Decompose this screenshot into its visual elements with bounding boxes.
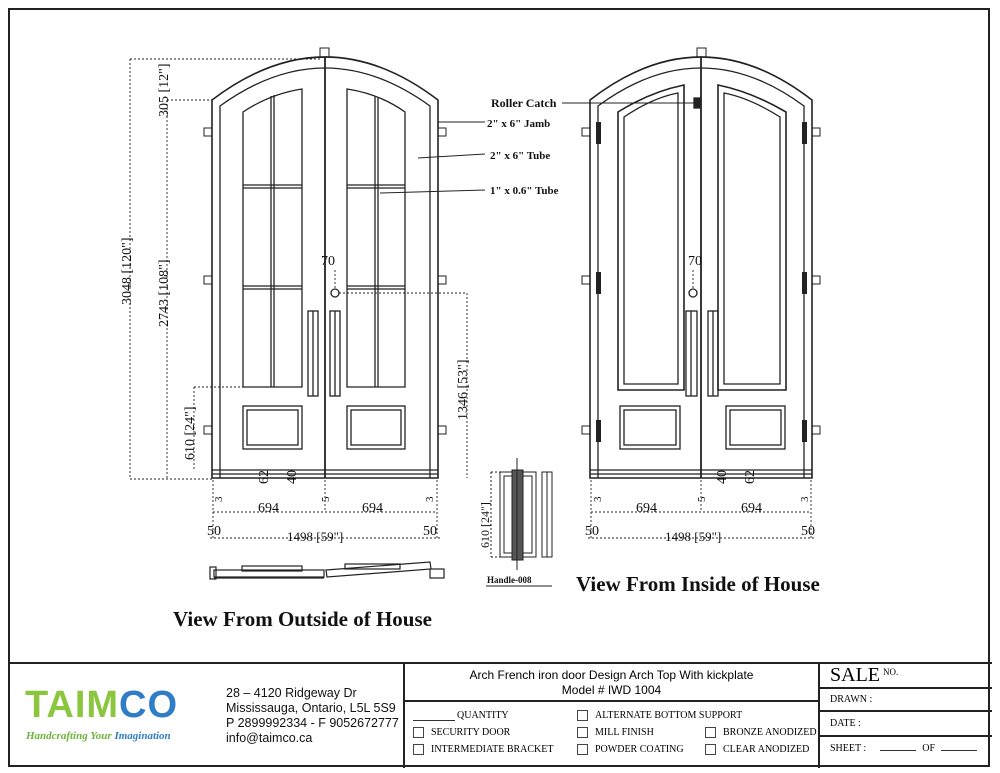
dim-leaf-width-right: 694 <box>362 501 383 516</box>
dim-backset-inside: 70 <box>688 254 702 269</box>
option-alternate-bottom[interactable]: ALTERNATE BOTTOM SUPPORT <box>577 710 742 721</box>
handle-detail <box>486 458 553 587</box>
sale-label: SALE <box>830 664 880 686</box>
company-info: TAIMCO Handcrafting Your Imagination 28 … <box>8 664 405 768</box>
dim-62-inside: 62 <box>743 470 758 484</box>
checkbox[interactable] <box>705 744 716 755</box>
inside-view-title: View From Inside of House <box>576 572 820 596</box>
option-clear-anodized[interactable]: CLEAR ANODIZED <box>705 744 809 755</box>
company-logo: TAIMCO <box>25 684 179 726</box>
dim-gap-left: 3 <box>213 496 225 502</box>
plan-section <box>209 561 445 580</box>
handle-model-label: Handle-008 <box>487 575 532 585</box>
company-tagline: Handcrafting Your Imagination <box>26 730 171 742</box>
dim-handle-height: 1346 [53"] <box>456 359 471 420</box>
dim-arch-height: 305 [12"] <box>157 63 172 117</box>
drawn-label: DRAWN : <box>820 689 992 712</box>
callout-jamb: 2" x 6" Jamb <box>487 118 550 130</box>
option-intermediate-bracket[interactable]: INTERMEDIATE BRACKET <box>413 744 554 755</box>
dim-gap-right-inside: 3 <box>799 496 811 502</box>
option-mill-finish[interactable]: MILL FINISH <box>577 727 654 738</box>
sale-no-label: NO. <box>883 666 899 677</box>
inside-door <box>562 47 821 540</box>
dim-62: 62 <box>257 470 272 484</box>
checkbox[interactable] <box>577 744 588 755</box>
checkbox[interactable] <box>413 727 424 738</box>
quantity-label: QUANTITY <box>457 710 509 721</box>
drawing-sheet <box>8 8 990 767</box>
email-link[interactable]: info@taimco.ca <box>226 731 313 745</box>
checkbox[interactable] <box>413 744 424 755</box>
sheet-row: SHEET :OF <box>820 737 992 768</box>
product-title: Arch French iron door Design Arch Top Wi… <box>469 668 754 682</box>
dim-frame-left-inside: 50 <box>585 524 599 539</box>
address-line-1: 28 – 4120 Ridgeway Dr <box>226 686 357 700</box>
date-label: DATE : <box>820 712 992 737</box>
dim-40-inside: 40 <box>715 470 730 484</box>
dim-frame-right-inside: 50 <box>801 524 815 539</box>
dim-gap-center-inside: 5 <box>696 496 708 502</box>
outside-view-title: View From Outside of House <box>173 607 432 631</box>
dim-handle-length: 610 [24"] <box>478 502 492 548</box>
address-line-2: Mississauga, Ontario, L5L 5S9 <box>226 701 396 715</box>
checkbox[interactable] <box>577 710 588 721</box>
dim-kick-height: 610 [24"] <box>183 406 198 460</box>
checkbox[interactable] <box>577 727 588 738</box>
dim-leaf-width-left: 694 <box>258 501 279 516</box>
outside-door <box>129 47 486 540</box>
dim-gap-right: 3 <box>424 496 436 502</box>
dim-frame-right: 50 <box>423 524 437 539</box>
dim-leaf-width-right-inside: 694 <box>741 501 762 516</box>
phone-fax: P 2899992334 - F 9052672777 <box>226 716 399 730</box>
company-address: 28 – 4120 Ridgeway Dr Mississauga, Ontar… <box>226 686 399 746</box>
callout-small-tube: 1" x 0.6" Tube <box>490 185 559 197</box>
door-drawing: View From Outside of House View From Ins… <box>120 47 821 631</box>
option-bronze-anodized[interactable]: BRONZE ANODIZED <box>705 727 817 738</box>
option-security-door[interactable]: SECURITY DOOR <box>413 727 510 738</box>
dim-overall-width-inside: 1498 [59"] <box>665 529 721 544</box>
callout-tube: 2" x 6" Tube <box>490 150 550 162</box>
title-block: TAIMCO Handcrafting Your Imagination 28 … <box>8 662 992 770</box>
dim-frame-left: 50 <box>207 524 221 539</box>
option-powder-coating[interactable]: POWDER COATING <box>577 744 684 755</box>
callout-roller-catch: Roller Catch <box>491 96 557 110</box>
dim-leg-height: 2743 [108"] <box>157 259 172 327</box>
dim-gap-left-inside: 3 <box>592 496 604 502</box>
dim-40: 40 <box>285 470 300 484</box>
checkbox[interactable] <box>705 727 716 738</box>
dim-overall-height: 3048 [120"] <box>120 237 135 305</box>
product-description: Arch French iron door Design Arch Top Wi… <box>405 664 820 768</box>
dim-leaf-width-left-inside: 694 <box>636 501 657 516</box>
dim-overall-width: 1498 [59"] <box>287 529 343 544</box>
dim-backset: 70 <box>321 254 335 269</box>
dim-gap-center: 5 <box>320 496 332 502</box>
product-model: Model # IWD 1004 <box>561 683 662 697</box>
